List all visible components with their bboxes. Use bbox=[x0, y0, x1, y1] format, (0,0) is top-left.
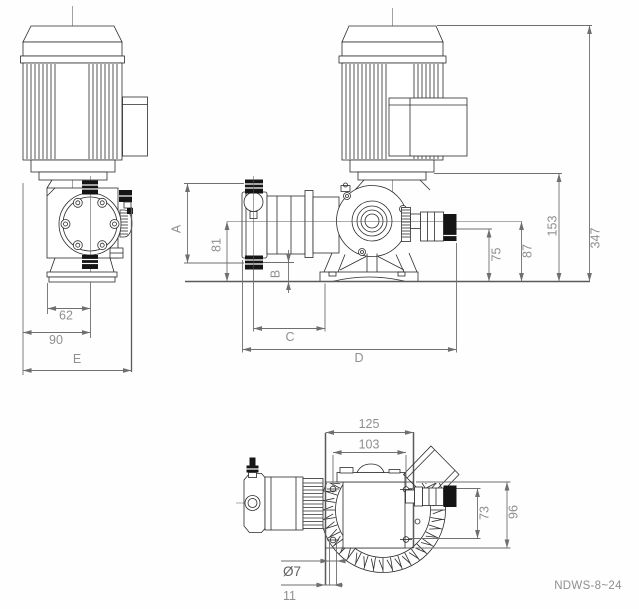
plan-view: 125 103 73 96 Ø7 11 bbox=[236, 417, 521, 603]
motor-flange-lower-side bbox=[357, 171, 427, 181]
head-bolts bbox=[60, 197, 120, 251]
gland-connector bbox=[127, 208, 133, 214]
dim-label-75: 75 bbox=[490, 248, 504, 262]
dim-label-96: 96 bbox=[507, 505, 521, 519]
dim-label-347: 347 bbox=[589, 228, 603, 249]
cover-step-left bbox=[339, 467, 354, 474]
shaft-collar-plan bbox=[405, 489, 415, 504]
bellows-ribs bbox=[402, 209, 410, 238]
fan-cover-band bbox=[22, 41, 123, 57]
dim-label-125: 125 bbox=[359, 417, 380, 431]
dim-label-81: 81 bbox=[210, 238, 224, 252]
ribbed-flange-plan bbox=[302, 478, 324, 529]
bracket-chamfer bbox=[46, 187, 56, 197]
cover-dome bbox=[356, 463, 385, 473]
housing-boss bbox=[351, 200, 393, 242]
base-arch bbox=[331, 276, 407, 282]
dim-label-B: B bbox=[269, 270, 283, 278]
dim-label-D: D bbox=[354, 351, 363, 365]
bleed-valve-stem bbox=[249, 457, 256, 466]
motor-flange-upper bbox=[30, 159, 116, 173]
shaft-bore bbox=[360, 209, 384, 233]
motor-ring-side bbox=[338, 55, 447, 64]
fan-cover bbox=[22, 25, 123, 43]
base-plate-upper bbox=[46, 271, 118, 278]
flange-bolt-plan bbox=[414, 518, 421, 525]
housing-boss-inner bbox=[356, 205, 388, 237]
suction-fitting bbox=[82, 255, 98, 269]
shaft bbox=[364, 213, 380, 229]
fan-cover-side bbox=[341, 25, 444, 43]
dim-label-E: E bbox=[73, 352, 81, 366]
adapter-flange bbox=[304, 190, 314, 258]
injection-valve-plan bbox=[422, 487, 444, 506]
valve-coupler-plan bbox=[414, 486, 423, 507]
injection-valve-body bbox=[420, 211, 444, 242]
gearbox-cover-strip bbox=[336, 472, 406, 483]
dim-label-103: 103 bbox=[359, 438, 380, 452]
injection-nut-plan bbox=[443, 485, 457, 507]
terminal-box bbox=[122, 96, 148, 157]
dim-label-C: C bbox=[285, 330, 294, 344]
side-view: A 81 B C D 75 87 153 347 bbox=[170, 8, 603, 365]
motor-body bbox=[22, 62, 123, 161]
model-label: NDWS-8~24 bbox=[554, 580, 622, 592]
adapter-bell bbox=[312, 196, 340, 254]
cover-step-right bbox=[388, 469, 401, 474]
knob-hatch bbox=[120, 212, 128, 235]
front-view: 62 90 E bbox=[20, 6, 148, 375]
head-adapter bbox=[266, 195, 306, 255]
terminal-box-side bbox=[388, 97, 468, 157]
dim-label-153: 153 bbox=[546, 216, 560, 237]
side-dimensions: A 81 B C D 75 87 153 347 bbox=[170, 25, 603, 365]
flange-ribs bbox=[303, 482, 323, 526]
motor-ring bbox=[20, 55, 125, 64]
head-port bbox=[244, 495, 261, 511]
front-dimensions: 62 90 E bbox=[22, 183, 132, 375]
dim-label-73: 73 bbox=[478, 506, 492, 520]
motor-neck-side bbox=[354, 179, 431, 191]
suction-fitting-side bbox=[245, 255, 263, 270]
injection-valve-nut bbox=[443, 214, 457, 241]
dim-label-87: 87 bbox=[521, 244, 535, 258]
fan-band-side bbox=[341, 41, 444, 57]
discharge-fitting-side bbox=[245, 179, 263, 194]
dim-label-hole-dia: Ø7 bbox=[283, 564, 301, 579]
gland-stem bbox=[123, 201, 132, 209]
base-legs-side bbox=[323, 252, 418, 273]
discharge-fitting bbox=[82, 180, 98, 195]
stroke-adjust-knob bbox=[119, 209, 133, 238]
bleed-valve-base bbox=[248, 472, 257, 478]
dim-label-90: 90 bbox=[49, 333, 63, 347]
plan-dimensions: 125 103 73 96 Ø7 11 bbox=[281, 417, 521, 603]
lifting-lug bbox=[340, 185, 351, 192]
base-plate-lower bbox=[48, 276, 116, 283]
gearbox-plan bbox=[342, 481, 406, 549]
motor-fins bbox=[26, 64, 118, 159]
dim-label-A: A bbox=[170, 224, 184, 233]
base-legs bbox=[49, 257, 115, 273]
motor-flange-upper-side bbox=[349, 159, 435, 173]
dim-label-11: 11 bbox=[283, 589, 296, 603]
dim-label-62: 62 bbox=[59, 309, 73, 323]
motor-flange-lower bbox=[38, 171, 108, 181]
